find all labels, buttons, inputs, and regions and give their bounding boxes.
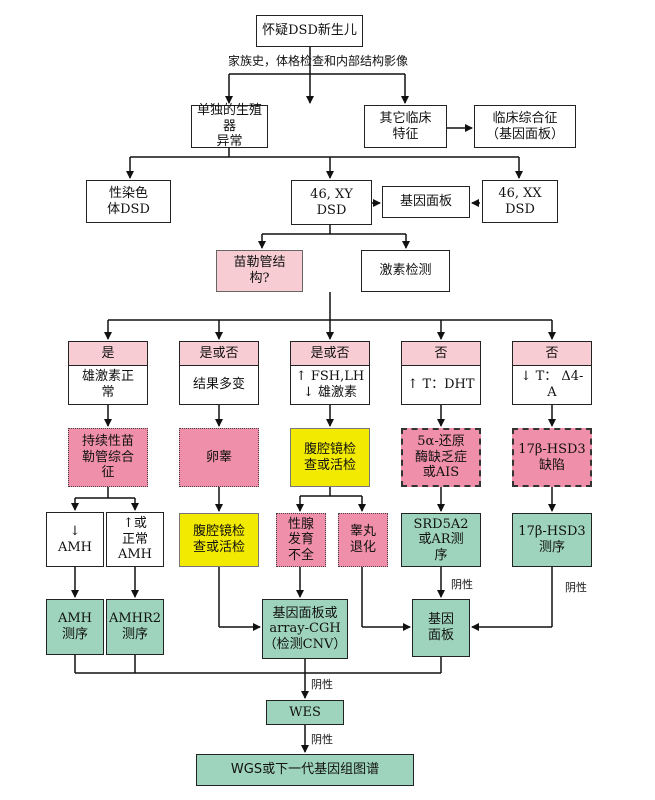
node-gene-panel-bottom: 基因 面板 [412, 599, 470, 657]
node-clinical-syndrome-panel: 临床综合征 （基因面板） [474, 105, 576, 148]
node-gene-panel-middle: 基因面板 [382, 186, 470, 218]
node-gene-panel-or-array-cgh: 基因面板或 array-CGH （检测CNV） [262, 599, 348, 659]
node-17bhsd3-sequencing: 17β-HSD3 测序 [512, 513, 592, 567]
branch-5-head: 否 [513, 342, 591, 366]
branch-5: 否 ↓ T： Δ4- A [512, 341, 592, 405]
node-46xx-dsd: 46, XX DSD [482, 180, 558, 223]
node-testicular-regression: 睾丸 退化 [338, 513, 388, 567]
label-negative-srd5a2: 阴性 [451, 578, 473, 591]
node-pmds: 持续性苗 勒管综合 征 [68, 428, 148, 487]
node-5alpha-reductase-ais: 5α-还原 酶缺乏症 或AIS [401, 428, 481, 487]
branch-4-head: 否 [402, 342, 480, 366]
branch-3-body: ↑ FSH,LH ↓ 雄激素 [291, 366, 369, 404]
node-amhr2-sequencing: AMHR2 测序 [106, 599, 164, 655]
node-suspected-dsd-newborn: 怀疑DSD新生儿 [256, 15, 363, 47]
node-laparoscopy-b: 腹腔镜检 查或活检 [179, 513, 259, 567]
node-46xy-dsd: 46, XY DSD [291, 180, 372, 225]
label-history-exam-imaging: 家族史，体格检查和内部结构影像 [228, 54, 409, 68]
node-wgs: WGS或下一代基因组图谱 [196, 754, 414, 786]
label-negative-to-wes: 阴性 [311, 678, 333, 691]
node-amh-low: ↓ AMH [46, 512, 104, 567]
node-gonadal-dysgenesis: 性腺 发育 不全 [276, 513, 326, 567]
node-wes: WES [266, 700, 344, 725]
node-ovotestis: 卵睾 [179, 428, 259, 487]
label-negative-to-wgs: 阴性 [311, 733, 333, 746]
branch-1: 是 雄激素正 常 [68, 341, 148, 405]
node-laparoscopy-a: 腹腔镜检 查或活检 [290, 428, 370, 487]
node-mullerian-structure: 苗勒管结 构? [216, 250, 303, 292]
branch-1-head: 是 [69, 342, 147, 366]
branch-2-head: 是或否 [180, 342, 258, 366]
branch-2-body: 结果多变 [180, 366, 258, 404]
node-hormone-testing: 激素检测 [361, 250, 450, 292]
node-other-clinical-features: 其它临床 特征 [364, 105, 447, 148]
branch-3: 是或否 ↑ FSH,LH ↓ 雄激素 [290, 341, 370, 405]
branch-5-body: ↓ T： Δ4- A [513, 366, 591, 404]
branch-4: 否 ↑ T：DHT [401, 341, 481, 405]
branch-2: 是或否 结果多变 [179, 341, 259, 405]
node-amh-high-normal: ↑或 正常 AMH [106, 512, 164, 567]
label-negative-hsd17b3: 阴性 [565, 581, 587, 594]
node-amh-sequencing: AMH 测序 [46, 599, 104, 655]
node-sex-chromosome-dsd: 性染色 体DSD [86, 180, 171, 223]
node-17bhsd3-deficiency: 17β-HSD3 缺陷 [512, 428, 592, 487]
branch-4-body: ↑ T：DHT [402, 366, 480, 404]
branch-3-head: 是或否 [291, 342, 369, 366]
node-isolated-genital-anomaly: 单独的生殖器 异常 [191, 103, 268, 149]
node-srd5a2-ar-sequencing: SRD5A2 或AR测 序 [401, 513, 481, 567]
branch-1-body: 雄激素正 常 [69, 366, 147, 404]
